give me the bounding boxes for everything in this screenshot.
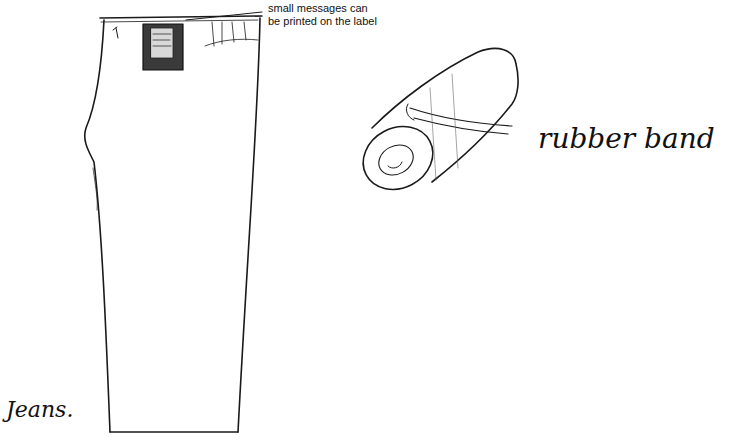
jeans-sketch [85,12,262,432]
callout-note: small messages can be printed on the lab… [268,2,378,28]
part-label: rubber band [538,124,728,155]
rolled-jeans-sketch [352,48,518,201]
title-label: Jeans. [6,398,106,422]
